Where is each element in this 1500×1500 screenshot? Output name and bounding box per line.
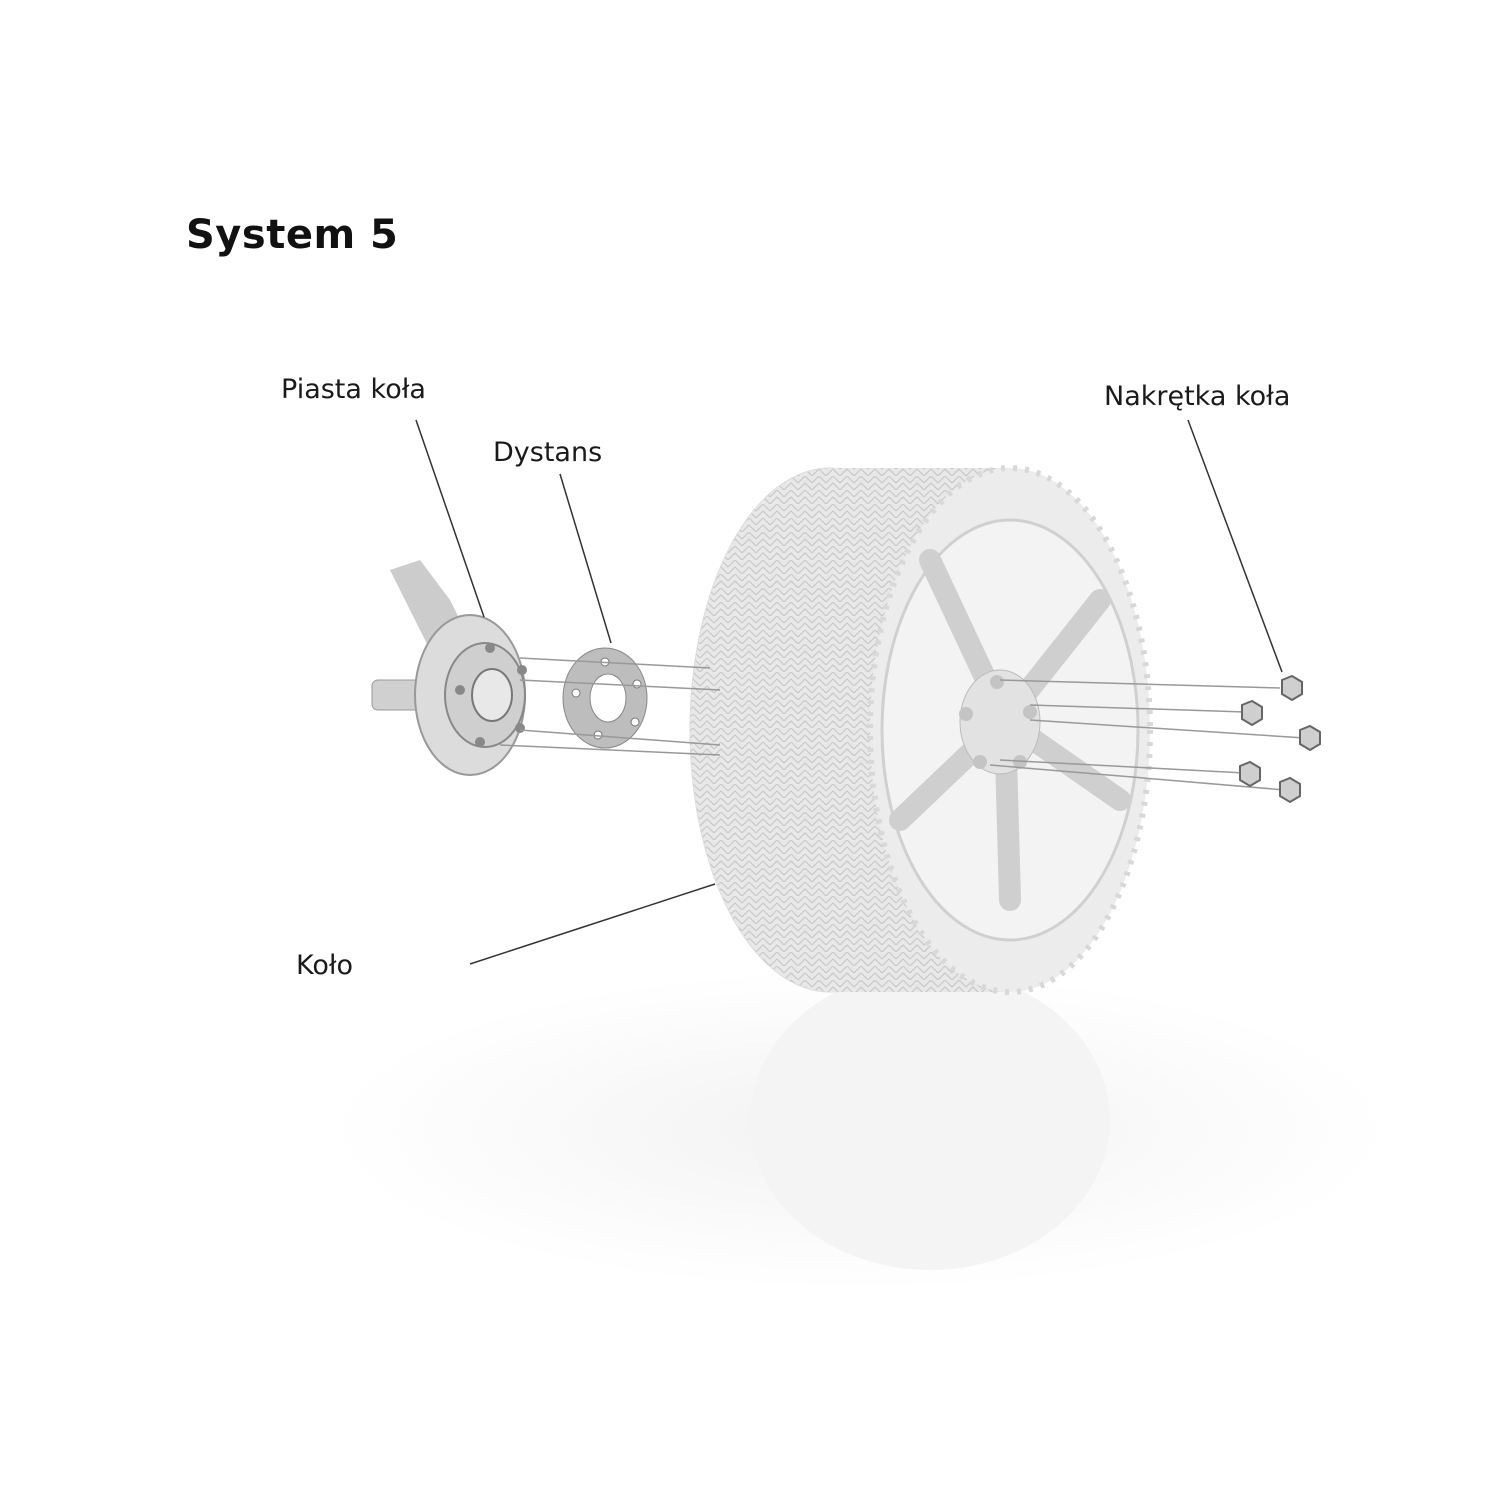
- leader-lines: [415, 419, 1283, 965]
- diagram-title: System 5: [186, 212, 399, 258]
- wheel: [689, 465, 1153, 995]
- wheel-hub: [371, 560, 527, 776]
- label-spacer: Dystans: [493, 437, 603, 468]
- spacer: [562, 647, 648, 749]
- wheel-reflection: [750, 970, 1110, 1270]
- wheel-nuts: [1239, 674, 1321, 804]
- stud-guide-lines: [499, 657, 1306, 791]
- label-wheel-nut: Nakrętka koła: [1104, 381, 1291, 412]
- label-wheel-hub: Piasta koła: [281, 374, 426, 405]
- label-wheel: Koło: [296, 950, 354, 981]
